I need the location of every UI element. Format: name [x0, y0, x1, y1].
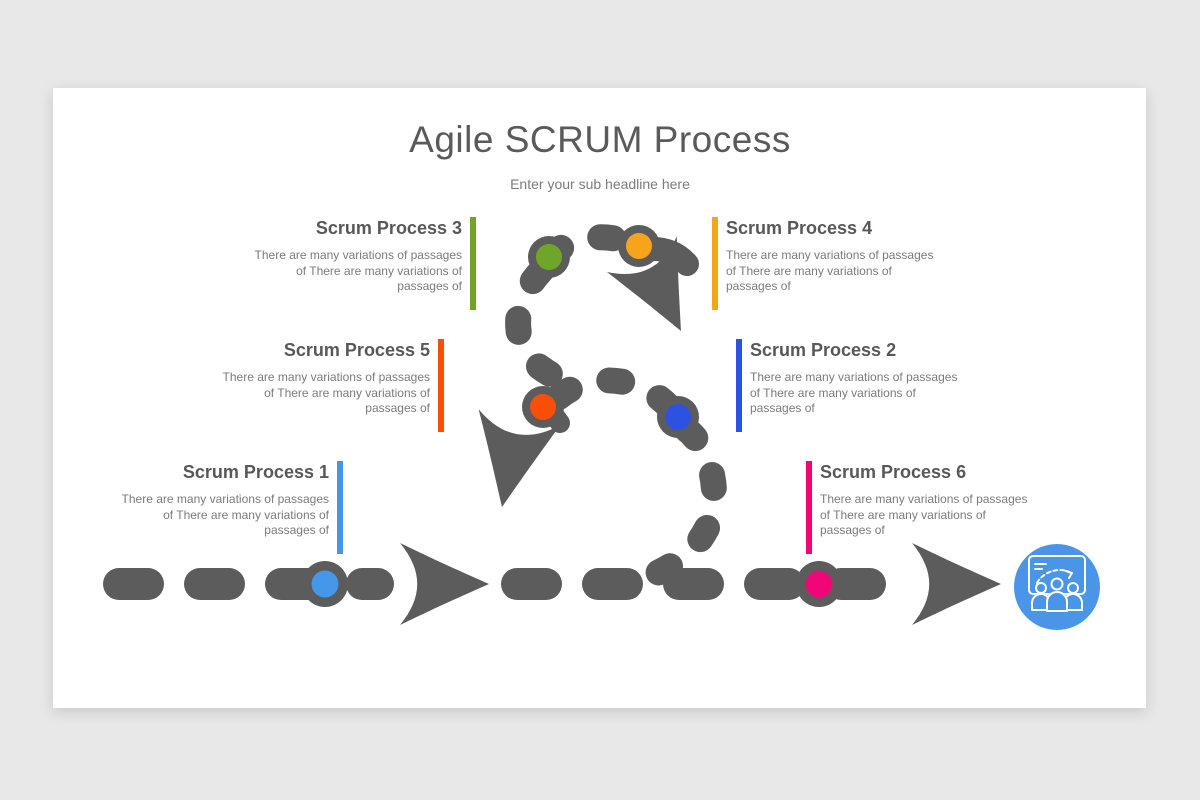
curved-arrow-down-right-icon — [606, 236, 681, 331]
team-figures — [1031, 577, 1083, 612]
accent-bar — [470, 217, 476, 310]
process-4-marker — [618, 225, 660, 267]
s-path-middle-arc — [546, 367, 684, 422]
scrum-board-icon — [1014, 544, 1100, 630]
process-title: Scrum Process 3 — [315, 218, 462, 238]
accent-bar — [337, 461, 343, 554]
process-description: There are many variations of passages of… — [222, 370, 430, 416]
process-description: There are many variations of passages of… — [820, 492, 1028, 538]
timeline-arrow-right-icon — [912, 543, 1001, 625]
timeline-arrow-left-icon — [400, 543, 489, 625]
process-block-6: Scrum Process 6 There are many variation… — [806, 461, 1036, 554]
board-arrow-head — [1065, 570, 1073, 579]
process-block-1: Scrum Process 1 There are many variation… — [113, 461, 343, 554]
process-block-5: Scrum Process 5 There are many variation… — [214, 339, 444, 432]
process-2-marker — [657, 396, 699, 438]
process-title: Scrum Process 6 — [820, 462, 967, 482]
process-markers — [302, 225, 842, 607]
process-3-marker — [528, 236, 570, 278]
slide-title: Agile SCRUM Process — [409, 119, 791, 160]
process-1-marker — [302, 561, 348, 607]
accent-bar — [806, 461, 812, 554]
s-path-right-descent — [622, 416, 727, 595]
process-description: There are many variations of passages of… — [254, 248, 462, 294]
process-description: There are many variations of passages of… — [121, 492, 329, 538]
process-block-3: Scrum Process 3 There are many variation… — [246, 217, 476, 310]
slide-subtitle: Enter your sub headline here — [510, 176, 690, 192]
process-5-marker — [522, 386, 564, 428]
slide — [53, 88, 1146, 708]
accent-bar — [438, 339, 444, 432]
process-description: There are many variations of passages of… — [726, 248, 934, 294]
arrowheads — [400, 236, 1001, 625]
process-description: There are many variations of passages of… — [750, 370, 958, 416]
process-title: Scrum Process 1 — [182, 462, 329, 482]
process-title: Scrum Process 4 — [726, 218, 873, 238]
process-block-2: Scrum Process 2 There are many variation… — [736, 339, 966, 432]
s-path-left-descent — [505, 258, 584, 409]
curved-arrow-down-left-icon — [478, 409, 561, 507]
process-6-marker — [796, 561, 842, 607]
accent-bar — [736, 339, 742, 432]
process-title: Scrum Process 2 — [750, 340, 897, 360]
process-title: Scrum Process 5 — [283, 340, 430, 360]
process-block-4: Scrum Process 4 There are many variation… — [712, 217, 942, 310]
accent-bar — [712, 217, 718, 310]
